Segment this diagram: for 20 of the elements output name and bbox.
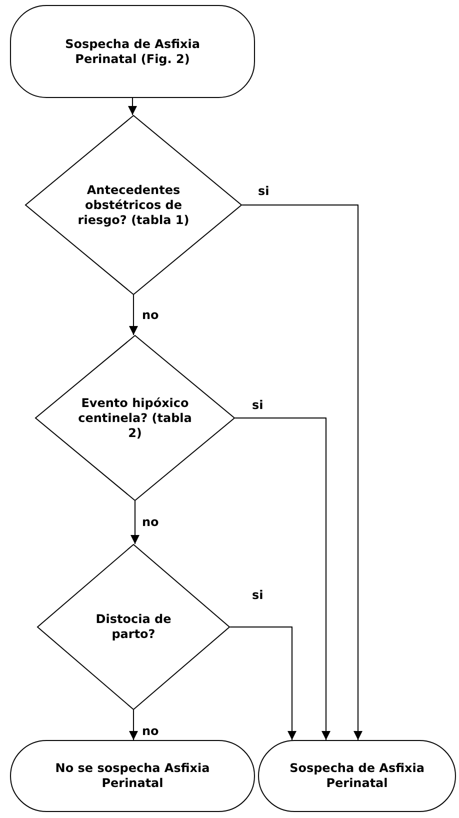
edge-label: si [256, 184, 272, 198]
node-text: Sospecha de Asfixia Perinatal (Fig. 2) [64, 36, 201, 66]
node-text: Sospecha de Asfixia Perinatal [288, 761, 426, 791]
node-text: Antecedentes obstétricos de riesgo? (tabla 1) [76, 182, 190, 228]
decision-diamond [35, 335, 235, 501]
arrow [130, 500, 140, 544]
edge-label: si [250, 588, 266, 602]
arrow [129, 294, 138, 336]
terminal-shape [10, 5, 255, 98]
arrow [234, 418, 330, 740]
decision-diamond [25, 115, 242, 295]
arrow [230, 626, 296, 740]
arrow [242, 204, 362, 740]
node-text: Distocia de parto? [94, 612, 172, 642]
decision-diamond [37, 544, 230, 710]
arrow [129, 710, 138, 740]
node-text: No se sospecha Asfixia Perinatal [54, 761, 211, 791]
arrow [128, 98, 137, 116]
edge-label: si [250, 398, 266, 412]
node-text: Evento hipóxico centinela? (tabla 2) [77, 396, 193, 440]
